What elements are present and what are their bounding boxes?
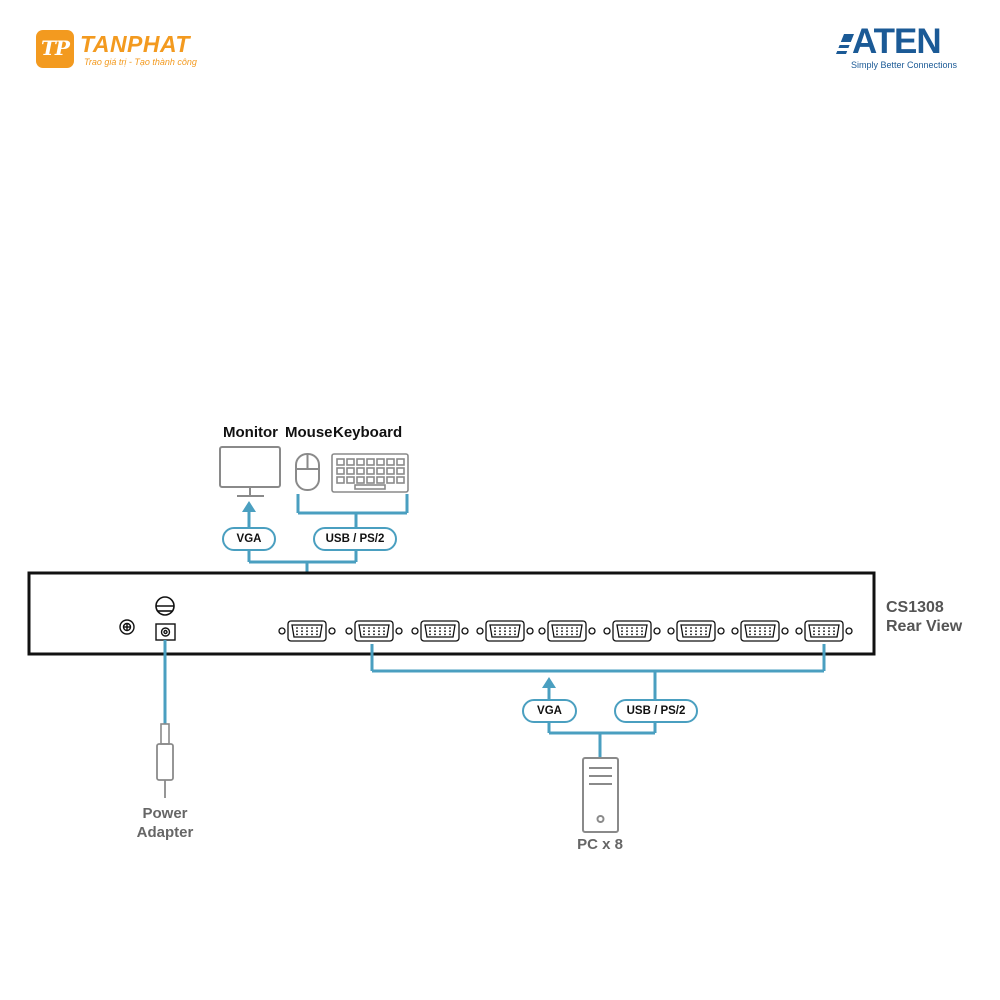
device-model: CS1308 bbox=[886, 599, 944, 616]
tanphat-tagline: Trao giá trị - Tạo thành công bbox=[84, 57, 197, 67]
keyboard-key bbox=[346, 458, 355, 466]
keyboard-key bbox=[366, 458, 375, 466]
power-label-line2: Adapter bbox=[136, 824, 194, 841]
power-switch-icon bbox=[155, 596, 175, 616]
keyboard-key bbox=[356, 467, 365, 475]
pc-label: PC x 8 bbox=[577, 836, 623, 853]
aten-swoosh-icon bbox=[836, 34, 854, 54]
aten-logo: ATEN Simply Better Connections bbox=[830, 22, 970, 74]
mouse-icon bbox=[295, 453, 320, 491]
console-usb-ps2-pill: USB / PS/2 bbox=[313, 527, 397, 551]
computer-port-5 bbox=[603, 620, 661, 642]
tanphat-logo: TP TANPHAT Trao giá trị - Tạo thành công bbox=[36, 28, 216, 72]
keyboard-key bbox=[386, 467, 395, 475]
device-caption: CS1308 Rear View bbox=[886, 598, 962, 636]
keyboard-key bbox=[386, 458, 395, 466]
keyboard-key bbox=[396, 458, 405, 466]
keyboard-icon bbox=[331, 453, 409, 493]
device-view: Rear View bbox=[886, 618, 963, 635]
computer-port-2 bbox=[411, 620, 469, 642]
keyboard-key bbox=[356, 458, 365, 466]
aten-tagline: Simply Better Connections bbox=[851, 60, 958, 70]
keyboard-key bbox=[376, 476, 385, 484]
keyboard-key bbox=[336, 458, 345, 466]
monitor-label: Monitor bbox=[223, 424, 278, 441]
keyboard-key bbox=[336, 476, 345, 484]
monitor-icon bbox=[219, 446, 281, 497]
keyboard-key bbox=[346, 476, 355, 484]
aten-brand-name: ATEN bbox=[852, 22, 942, 61]
computer-port-8 bbox=[795, 620, 853, 642]
power-cable bbox=[156, 640, 174, 798]
computer-cables bbox=[370, 644, 826, 758]
computer-port-6 bbox=[667, 620, 725, 642]
keyboard-key bbox=[376, 458, 385, 466]
computer-vga-pill: VGA bbox=[522, 699, 577, 723]
keyboard-key bbox=[356, 476, 365, 484]
keyboard-key bbox=[386, 476, 395, 484]
computer-port-4 bbox=[538, 620, 596, 642]
keyboard-spacebar bbox=[354, 484, 386, 490]
power-label-line1: Power bbox=[142, 805, 188, 822]
keyboard-key bbox=[366, 476, 375, 484]
tanphat-brand-name: TANPHAT bbox=[80, 31, 190, 57]
computer-usb-ps2-pill: USB / PS/2 bbox=[614, 699, 698, 723]
kvm-switch-chassis bbox=[27, 571, 876, 656]
pc-tower-icon bbox=[582, 757, 619, 833]
keyboard-label: Keyboard bbox=[333, 424, 403, 441]
computer-port-1 bbox=[345, 620, 403, 642]
keyboard-key bbox=[346, 467, 355, 475]
computer-port-7 bbox=[731, 620, 789, 642]
mouse-label: Mouse bbox=[285, 424, 333, 441]
keyboard-key bbox=[336, 467, 345, 475]
keyboard-key bbox=[396, 467, 405, 475]
keyboard-key bbox=[366, 467, 375, 475]
console-vga-connector bbox=[278, 620, 336, 642]
console-vga-port bbox=[278, 620, 336, 642]
ground-screw-icon bbox=[119, 619, 135, 635]
computer-port-3 bbox=[476, 620, 534, 642]
keyboard-key bbox=[396, 476, 405, 484]
console-vga-pill: VGA bbox=[222, 527, 276, 551]
tanphat-logo-mark: TP bbox=[36, 30, 74, 68]
computer-ports bbox=[345, 620, 853, 642]
keyboard-key bbox=[376, 467, 385, 475]
power-adapter-label: Power Adapter bbox=[120, 804, 210, 842]
